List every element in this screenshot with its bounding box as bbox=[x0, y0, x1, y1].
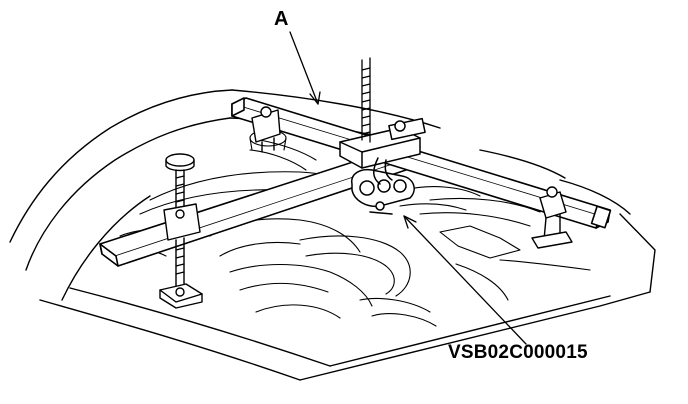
leader-lines bbox=[289, 31, 527, 345]
center-threaded-rod bbox=[361, 57, 371, 143]
center-bracket bbox=[339, 117, 426, 215]
figure-code: VSB02C000015 bbox=[448, 342, 588, 363]
left-support-leg bbox=[159, 153, 203, 309]
right-support-leg bbox=[531, 186, 573, 249]
left-rear-support-leg bbox=[251, 106, 281, 153]
rear-crossbar bbox=[231, 97, 612, 229]
callout-label-a: A bbox=[274, 8, 289, 30]
